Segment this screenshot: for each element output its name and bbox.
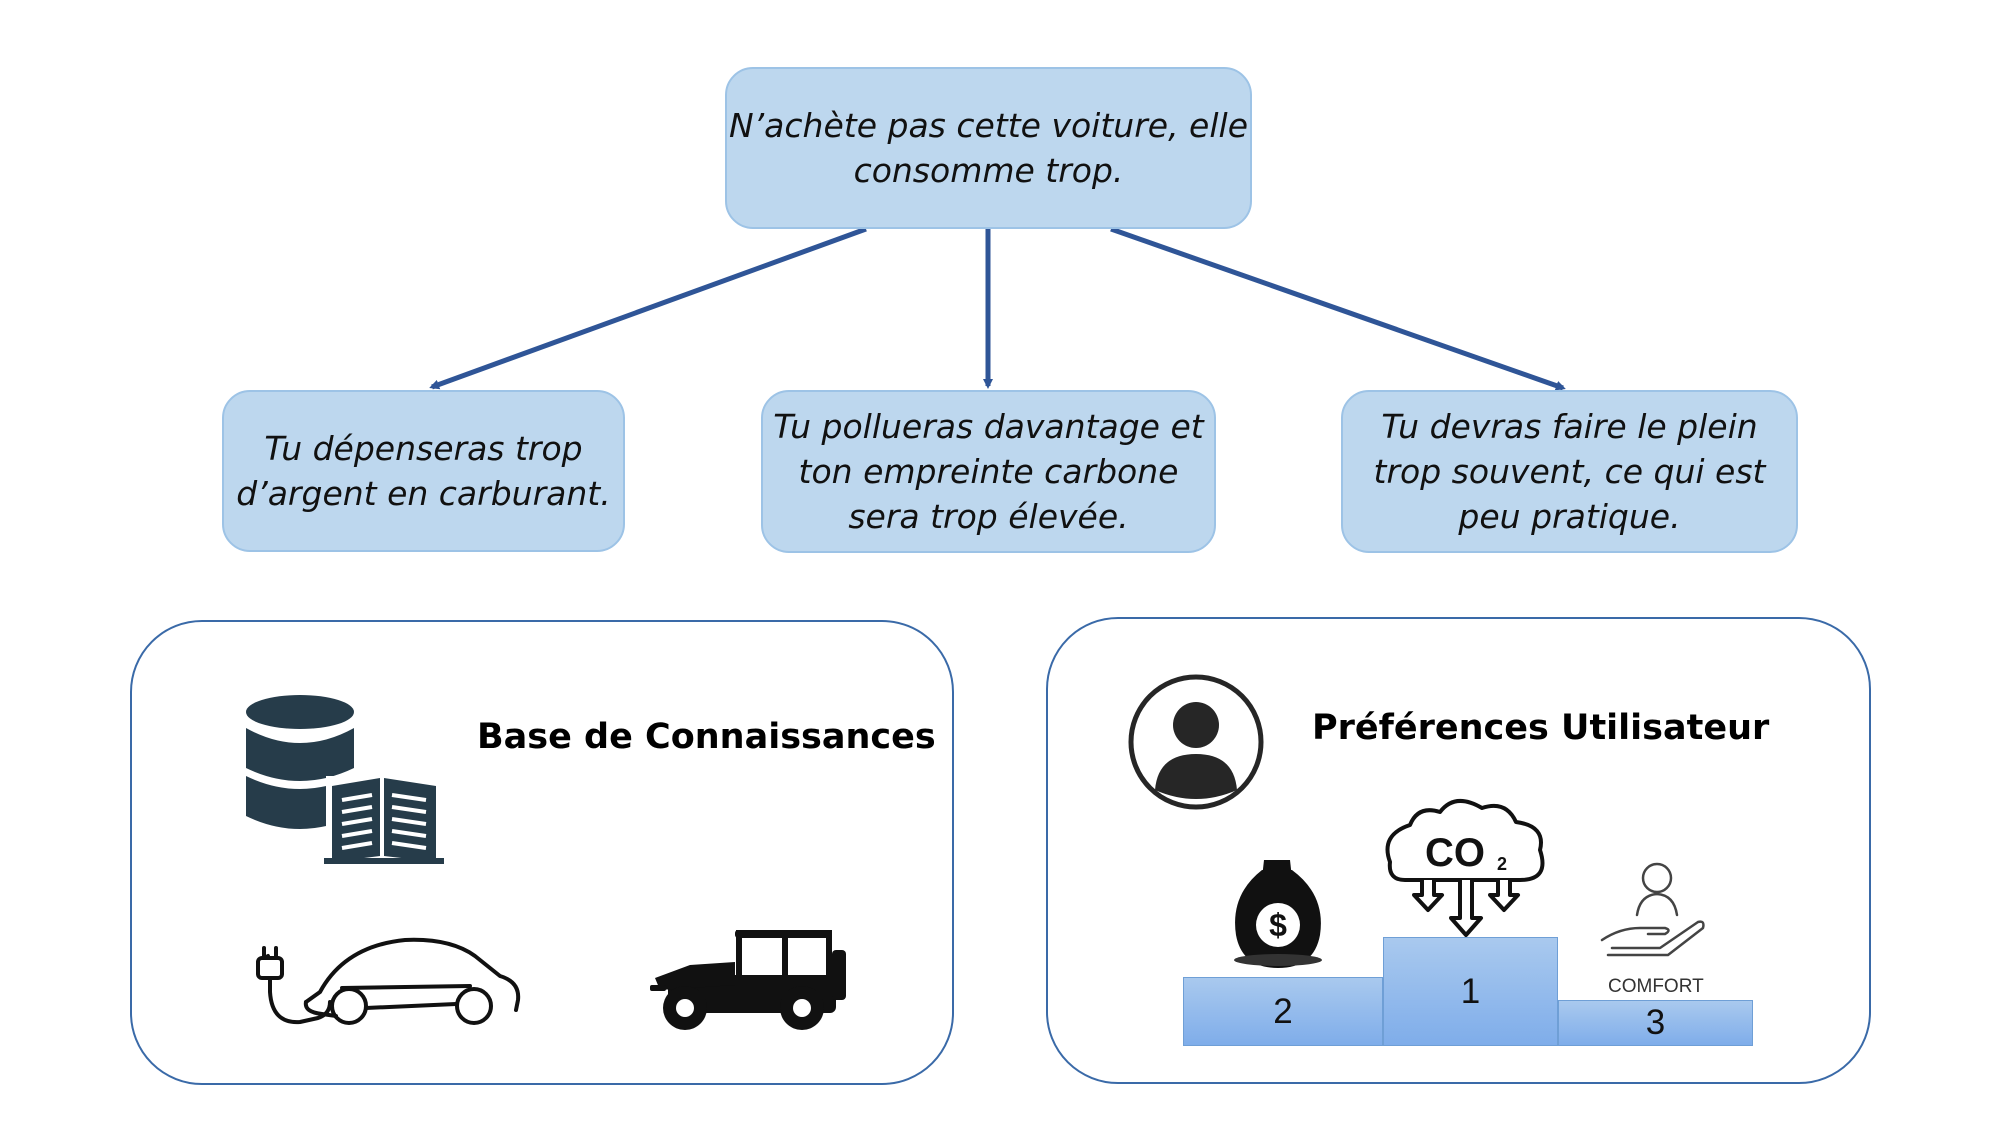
root-line-1: N’achète pas cette voiture, elle [729,106,1248,145]
jeep-icon [650,930,846,1030]
co2-cloud-icon [1385,799,1545,937]
knowledge-base-title: Base de Connaissances [477,717,936,757]
arrow-left [429,226,867,390]
book-icon [324,776,444,864]
comfort-label: COMFORT [1608,976,1704,997]
arrow-right [1110,226,1566,391]
money-bag-icon: $ [1234,860,1322,968]
child-node-refuel: Tu devras faire le plein trop souvent, c… [1341,390,1798,553]
co2-text: CO [1425,831,1485,875]
podium-first: 1 [1383,937,1558,1046]
electric-car-icon [256,937,521,1025]
podium-third: 3 [1558,1000,1753,1046]
co2-subscript: 2 [1497,854,1507,874]
child-refuel-line-1: Tu devras faire le plein [1381,407,1758,446]
child-refuel-line-3: peu pratique. [1458,497,1681,536]
child-pollution-line-2: ton empreinte carbone [798,452,1179,491]
svg-text:$: $ [1269,907,1287,943]
child-money-line-2: d’argent en carburant. [236,474,611,513]
child-pollution-line-1: Tu pollueras davantage et [773,407,1204,446]
podium-second: 2 [1183,977,1383,1046]
child-pollution-line-3: sera trop élevée. [848,497,1129,536]
user-avatar-icon [1128,674,1264,810]
child-money-line-1: Tu dépenseras trop [264,429,583,468]
comfort-icon [1600,862,1705,957]
child-node-money: Tu dépenseras trop d’argent en carburant… [222,390,625,552]
podium-first-label: 1 [1460,971,1481,1011]
podium-second-label: 2 [1273,991,1293,1031]
root-node: N’achète pas cette voiture, elle consomm… [725,67,1252,229]
preferences-title: Préférences Utilisateur [1312,708,1770,748]
child-refuel-line-2: trop souvent, ce qui est [1373,452,1766,491]
child-node-pollution: Tu pollueras davantage et ton empreinte … [761,390,1216,553]
podium-third-label: 3 [1645,1003,1666,1042]
root-line-2: consomme trop. [853,151,1124,190]
